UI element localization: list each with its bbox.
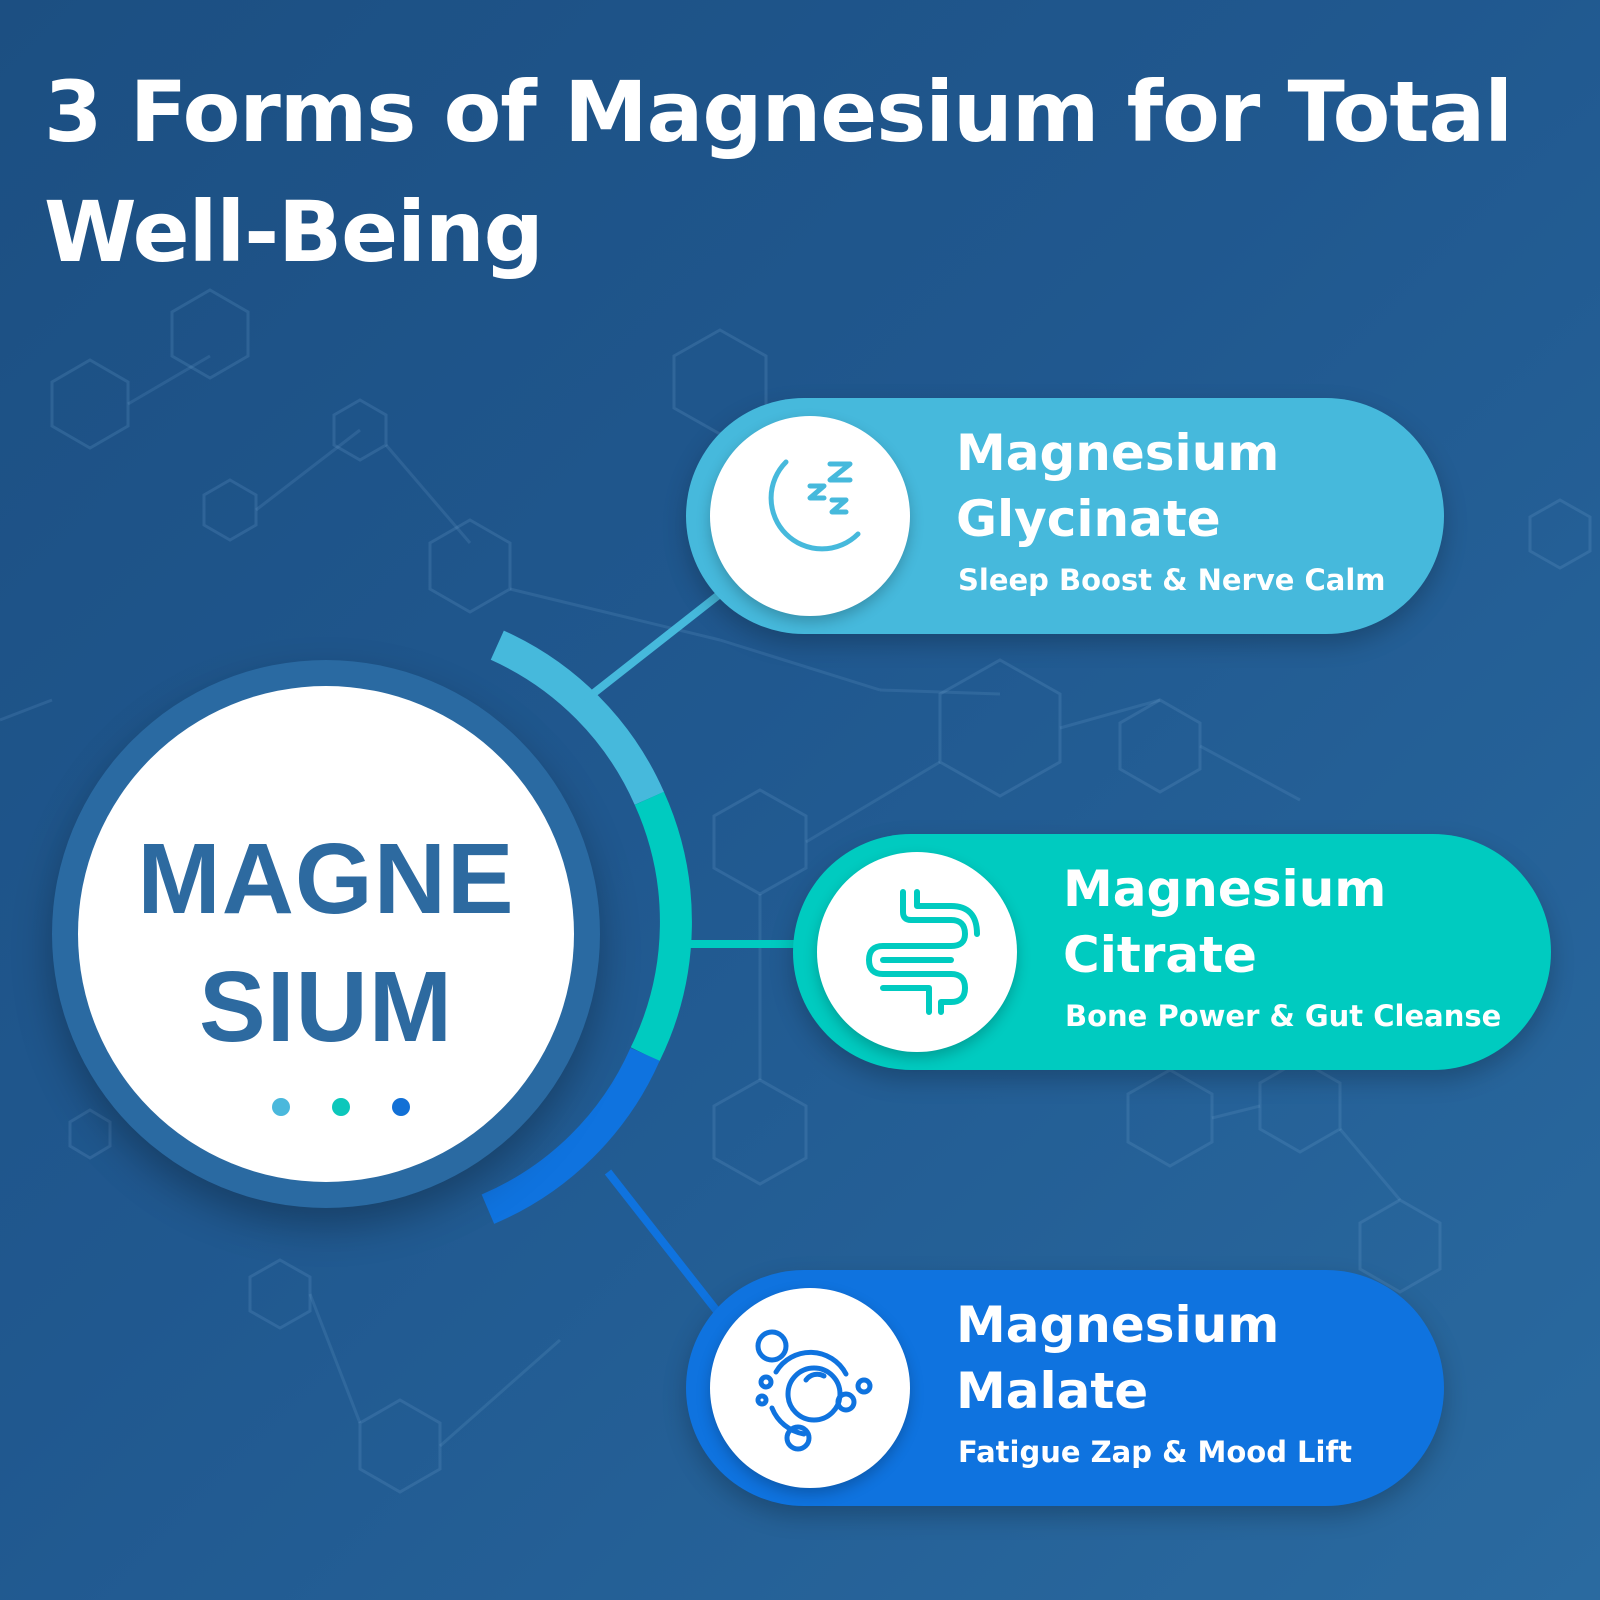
form-card-malate: Magnesium Malate Fatigue Zap & Mood Lift bbox=[686, 1270, 1444, 1506]
center-label-line-2: SIUM bbox=[199, 951, 453, 1063]
center-dot-3 bbox=[392, 1098, 410, 1116]
icon-circle-glycinate bbox=[710, 416, 910, 616]
center-inner-circle: MAGNE SIUM bbox=[78, 686, 574, 1182]
magnesium-center-disc: MAGNE SIUM bbox=[52, 660, 600, 1208]
connector-malate bbox=[604, 1169, 724, 1318]
arc-segment-malate bbox=[481, 1047, 660, 1224]
form-card-citrate: Magnesium Citrate Bone Power & Gut Clean… bbox=[793, 834, 1551, 1070]
moon-sleep-icon bbox=[768, 459, 861, 552]
form-card-glycinate: Magnesium Glycinate Sleep Boost & Nerve … bbox=[686, 398, 1444, 634]
form-title-citrate: Magnesium Citrate bbox=[1063, 856, 1386, 988]
icon-circle-citrate bbox=[817, 852, 1017, 1052]
intestine-icon bbox=[866, 889, 980, 1015]
form-title-line-1: Magnesium bbox=[1063, 860, 1387, 918]
form-title-line-1: Magnesium bbox=[956, 1296, 1280, 1354]
center-dot-2 bbox=[332, 1098, 350, 1116]
icon-circle-malate bbox=[710, 1288, 910, 1488]
form-title-line-2: Glycinate bbox=[956, 490, 1221, 548]
form-subtitle-glycinate: Sleep Boost & Nerve Calm bbox=[958, 563, 1386, 597]
form-title-malate: Magnesium Malate bbox=[956, 1292, 1279, 1424]
form-title-glycinate: Magnesium Glycinate bbox=[956, 420, 1279, 552]
molecule-bubbles-icon bbox=[755, 1329, 873, 1452]
center-label-line-1: MAGNE bbox=[137, 823, 515, 935]
form-subtitle-citrate: Bone Power & Gut Cleanse bbox=[1065, 999, 1502, 1033]
form-title-line-2: Citrate bbox=[1063, 926, 1257, 984]
connector-glycinate bbox=[582, 586, 728, 704]
form-subtitle-malate: Fatigue Zap & Mood Lift bbox=[958, 1435, 1352, 1469]
form-title-line-2: Malate bbox=[956, 1362, 1149, 1420]
form-title-line-1: Magnesium bbox=[956, 424, 1280, 482]
arc-segment-citrate bbox=[630, 791, 692, 1062]
page-title: 3 Forms of Magnesium for Total Well-Bein… bbox=[44, 63, 1513, 281]
arc-segment-glycinate bbox=[490, 630, 664, 805]
center-dot-1 bbox=[272, 1098, 290, 1116]
